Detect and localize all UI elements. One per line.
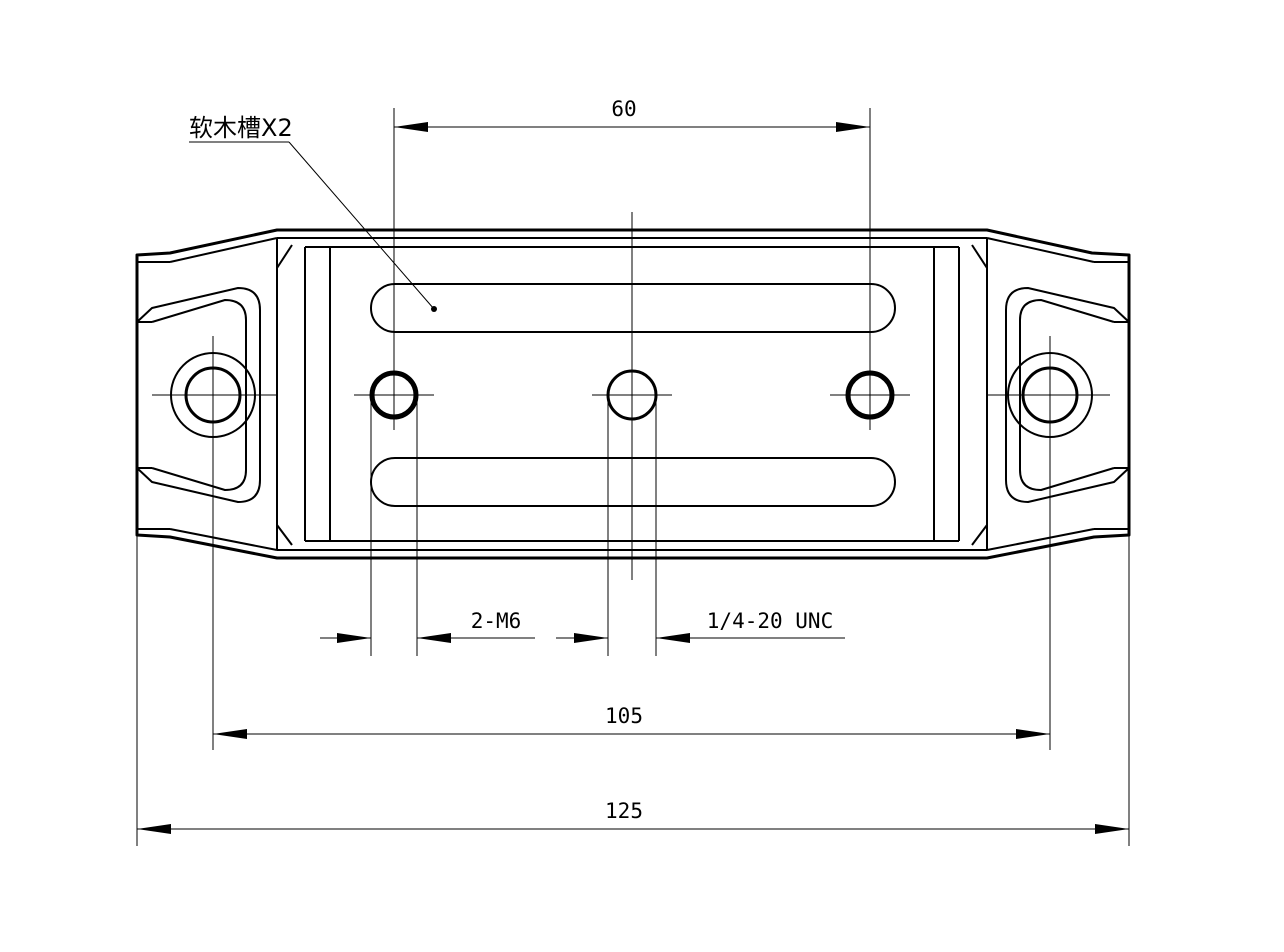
callout-label: 软木槽X2 [189, 114, 293, 142]
dim-105-label: 105 [605, 704, 643, 728]
part-outline [135, 228, 1131, 560]
dim-2-m6-label: 2-M6 [471, 609, 522, 633]
dimension-125: 125 [136, 535, 1130, 846]
dimension-105: 105 [213, 704, 1050, 739]
center-lines [152, 108, 1110, 750]
thread-dimensions: 2-M6 1/4-20 UNC [320, 395, 845, 656]
dim-60-label: 60 [611, 97, 636, 121]
cork-slot-top [370, 283, 896, 333]
cork-slot-bottom [370, 457, 896, 507]
dim-125-label: 125 [605, 799, 643, 823]
cork-slot-callout: 软木槽X2 [189, 114, 437, 312]
dim-unc-label: 1/4-20 UNC [707, 609, 833, 633]
dimension-60: 60 [394, 97, 870, 132]
